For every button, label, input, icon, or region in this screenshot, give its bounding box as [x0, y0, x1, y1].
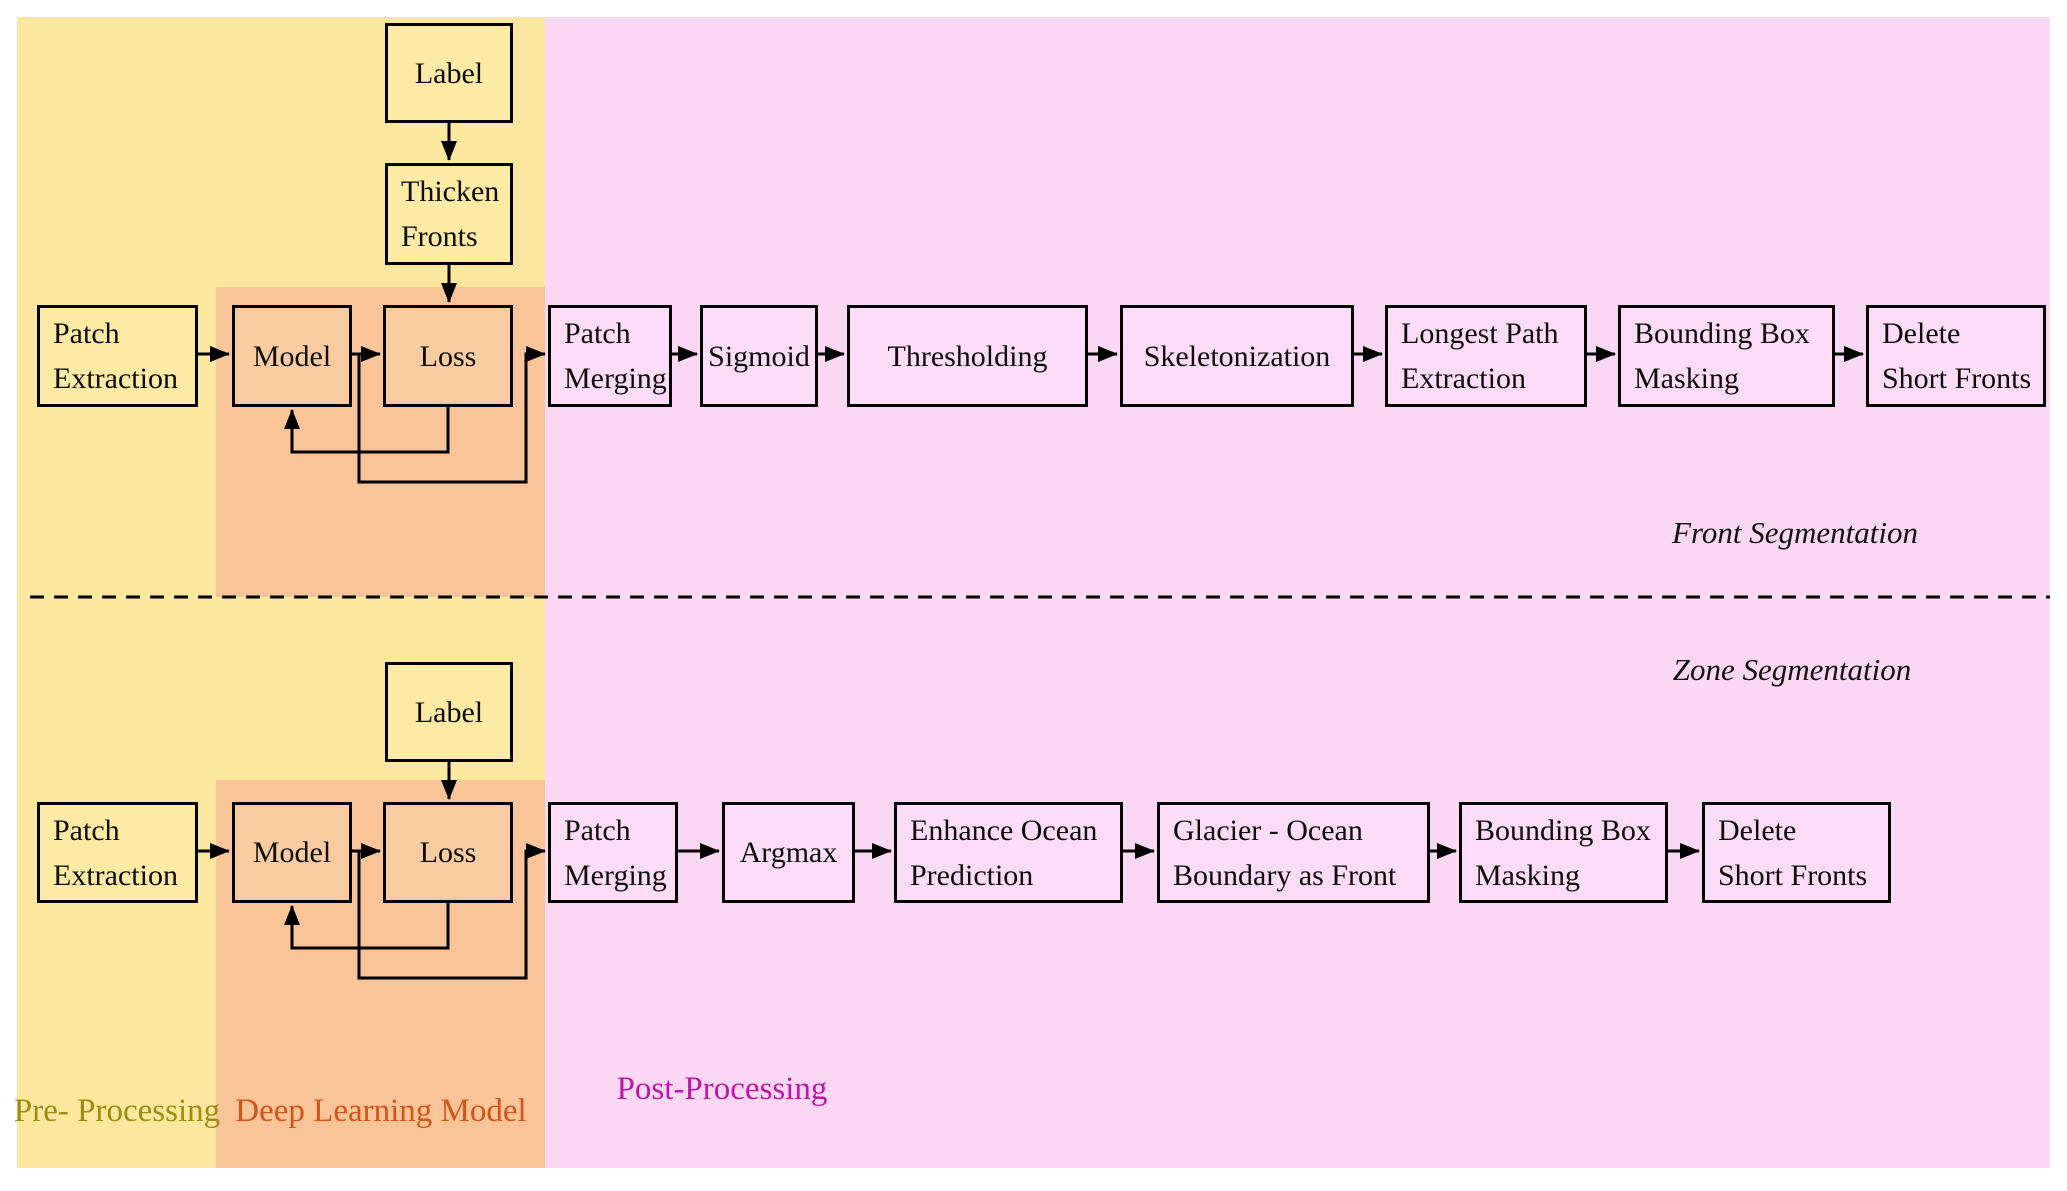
arrows-bottom: [198, 762, 1700, 980]
box-label-bottom: Label: [385, 662, 513, 762]
arrow-model-bypass-to-patchmerging-bottom: [357, 843, 546, 980]
box-bounding-box-masking-top: Bounding Box Masking: [1618, 305, 1835, 407]
arrow-model-bypass-to-patchmerging-top: [357, 346, 546, 484]
box-sigmoid: Sigmoid: [700, 305, 818, 407]
box-argmax: Argmax: [722, 802, 855, 903]
box-delete-short-fronts-top: Delete Short Fronts: [1866, 305, 2046, 407]
region-post-processing: [545, 17, 2050, 1168]
box-patch-merging-top: Patch Merging: [548, 305, 672, 407]
box-enhance-ocean-prediction: Enhance Ocean Prediction: [894, 802, 1123, 903]
box-patch-extraction-top: Patch Extraction: [37, 305, 198, 407]
arrows-top: [198, 123, 1864, 484]
box-glacier-ocean-boundary: Glacier - Ocean Boundary as Front: [1157, 802, 1430, 903]
box-longest-path-extraction: Longest Path Extraction: [1385, 305, 1587, 407]
box-model-top: Model: [232, 305, 352, 407]
box-loss-top: Loss: [383, 305, 513, 407]
box-bounding-box-masking-bottom: Bounding Box Masking: [1459, 802, 1668, 903]
box-patch-extraction-bottom: Patch Extraction: [37, 802, 198, 903]
box-loss-bottom: Loss: [383, 802, 513, 903]
label-zone-segmentation: Zone Segmentation: [1672, 652, 1912, 687]
arrow-loss-feedback-to-model-top: [284, 407, 450, 454]
box-thicken-fronts: Thicken Fronts: [385, 163, 513, 265]
box-label-top-text: Label: [414, 56, 484, 90]
box-label-top: Label: [385, 23, 513, 123]
label-deep-learning-model: Deep Learning Model: [235, 1093, 527, 1130]
label-front-segmentation: Front Segmentation: [1672, 515, 1918, 550]
box-model-bottom: Model: [232, 802, 352, 903]
arrow-loss-feedback-to-model-bottom: [284, 903, 450, 950]
box-patch-merging-bottom: Patch Merging: [548, 802, 678, 903]
box-skeletonization: Skeletonization: [1120, 305, 1354, 407]
box-delete-short-fronts-bottom: Delete Short Fronts: [1702, 802, 1891, 903]
label-post-processing: Post-Processing: [616, 1071, 828, 1108]
label-pre-processing: Pre- Processing: [13, 1093, 221, 1130]
box-thresholding: Thresholding: [847, 305, 1088, 407]
